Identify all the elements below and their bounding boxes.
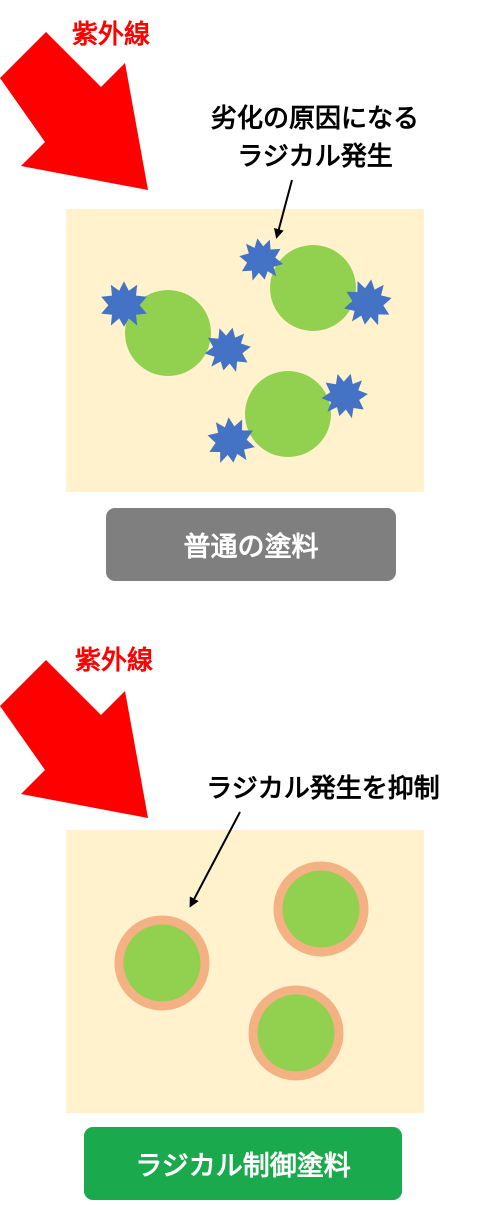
coated-particle [273, 861, 369, 957]
callout-arrow-bottom [189, 811, 241, 908]
callout-bottom: ラジカル発生を抑制 [206, 774, 440, 804]
coated-particle [114, 915, 210, 1011]
caption-radical-control-paint: ラジカル制御塗料 [84, 1127, 402, 1200]
radical-burst [239, 238, 284, 281]
uv-arrow-top [0, 32, 148, 190]
radical-burst [344, 279, 392, 326]
radical-burst [204, 327, 251, 372]
uv-arrow-bottom [0, 660, 148, 818]
radical-burst [101, 281, 147, 327]
radical-burst [321, 373, 368, 419]
caption-normal-paint: 普通の塗料 [106, 508, 396, 581]
callout-line1-top: 劣化の原因になる [210, 104, 419, 134]
callout-arrow-top [273, 179, 293, 239]
callout-line2-top: ラジカル発生 [237, 142, 393, 172]
radical-burst [207, 417, 255, 463]
uv-label-top: 紫外線 [72, 20, 151, 50]
coated-particle [248, 985, 344, 1081]
pigment-particle [270, 245, 356, 331]
uv-label-bottom: 紫外線 [75, 646, 154, 676]
pigment-particle [245, 371, 331, 457]
pigment-particle [125, 290, 211, 376]
